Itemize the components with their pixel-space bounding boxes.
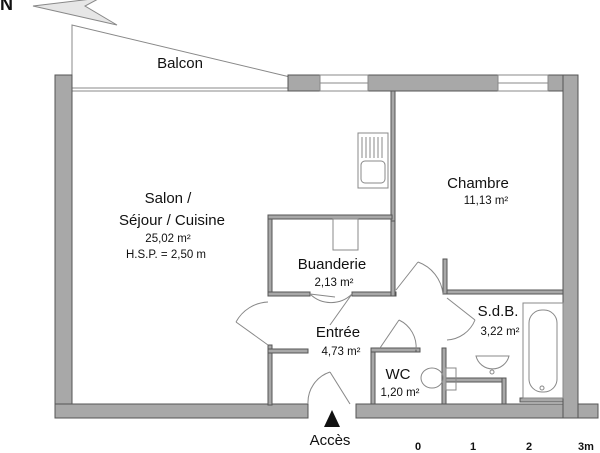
toilet-icon: [420, 367, 457, 391]
windows: [319, 74, 549, 92]
room-label-wc: WC: [385, 366, 411, 383]
scale-tick-0: 0: [415, 441, 422, 453]
room-area-buanderie: 2,13 m²: [314, 277, 354, 289]
washing-machine-niche-icon: [332, 218, 359, 251]
scale-tick-2: 2: [526, 441, 533, 453]
doors: [235, 261, 476, 405]
access-arrow-icon: [324, 410, 340, 427]
kitchen-sink-icon: [357, 132, 389, 189]
room-area-chambre: 11,13 m²: [463, 195, 509, 207]
room-label-balcon: Balcon: [157, 55, 203, 72]
room-label-chambre: Chambre: [447, 175, 509, 192]
interior-walls: [267, 90, 564, 406]
balcony-outline: [71, 24, 291, 92]
bathtub-icon: [522, 302, 564, 399]
north-label: N: [0, 0, 13, 14]
room-area-entree: 4,73 m²: [321, 346, 361, 358]
washbasin-icon: [475, 355, 510, 375]
room-area-wc: 1,20 m²: [380, 387, 420, 399]
room-label-entree: Entrée: [315, 324, 361, 341]
room-label-salon-line2: Séjour / Cuisine: [119, 212, 225, 229]
room-area-sdb: 3,22 m²: [480, 326, 520, 338]
scale-tick-1: 1: [470, 441, 477, 453]
room-label-buanderie: Buanderie: [297, 256, 367, 273]
room-label-sdb: S.d.B.: [477, 303, 519, 320]
room-area-salon: 25,02 m²: [145, 233, 191, 245]
ceiling-height-salon: H.S.P. = 2,50 m: [125, 249, 207, 261]
room-label-salon-line1: Salon /: [144, 190, 192, 207]
exterior-walls: [54, 74, 599, 419]
north-arrow-icon: [32, 0, 118, 26]
scale-tick-3: 3m: [578, 441, 594, 453]
access-label: Accès: [309, 432, 351, 449]
